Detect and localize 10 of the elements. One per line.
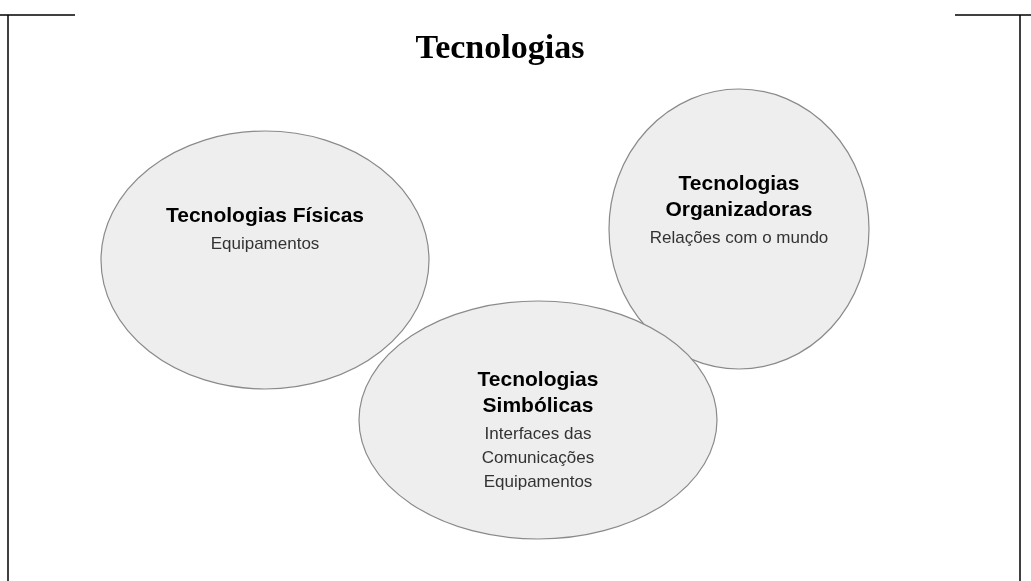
technology-ellipse [100,130,430,390]
ellipse-heading: Tecnologias Físicas [165,202,365,228]
ellipse-description: Interfaces das Comunicações Equipamentos [480,423,596,493]
ellipse-description: Equipamentos [209,233,321,255]
technology-ellipse [358,300,718,540]
technology-ellipse [608,88,870,370]
ellipse-heading: Tecnologias Simbólicas [476,366,600,418]
diagram-title: Tecnologias [414,30,586,64]
ellipse-heading: Tecnologias Organizadoras [664,170,814,222]
ellipse-description: Relações com o mundo [648,227,830,249]
